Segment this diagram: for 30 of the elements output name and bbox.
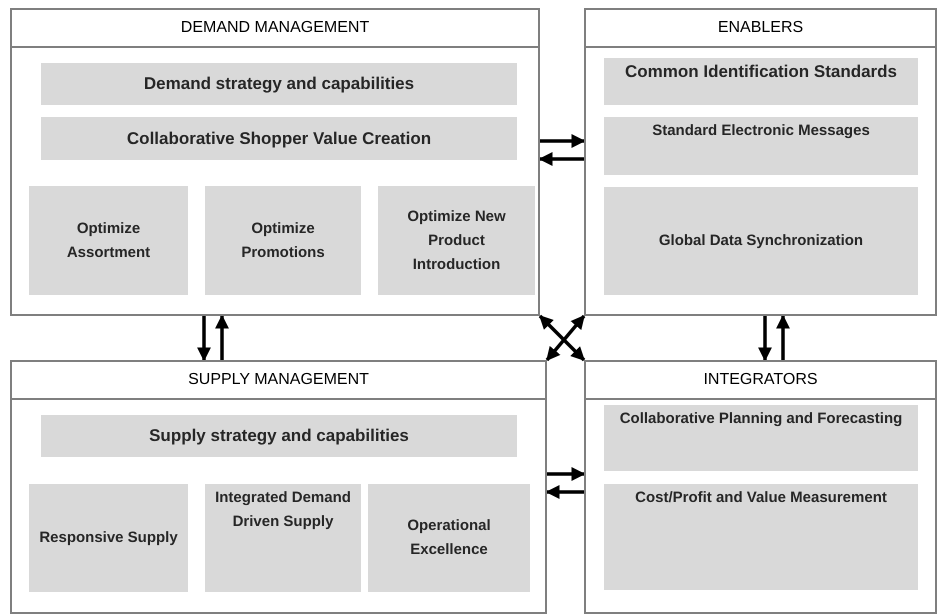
capability-box: Cost/Profit and Value Measurement [604,484,918,590]
arrow [197,316,211,362]
section-heading: SUPPLY MANAGEMENT [12,362,545,400]
section-panel [584,8,937,316]
arrow [758,316,772,362]
capability-box: Standard Electronic Messages [604,117,918,175]
arrow [776,314,790,360]
arrow [546,485,584,499]
capability-box: Collaborative Planning and Forecasting [604,405,918,471]
capability-box: Responsive Supply [29,484,188,592]
capability-box: Demand strategy and capabilities [41,63,517,105]
capability-box: Optimize New Product Introduction [378,186,535,295]
capability-box: Optimize Assortment [29,186,188,295]
arrow [540,134,586,148]
section-heading: DEMAND MANAGEMENT [12,10,538,48]
capability-box: Global Data Synchronization [604,187,918,295]
section-panel [10,360,547,614]
capability-box: Supply strategy and capabilities [41,415,517,457]
capability-box: Operational Excellence [368,484,530,592]
section-panel [584,360,937,614]
capability-box: Common Identification Standards [604,58,918,105]
section-panel [10,8,540,316]
capability-box: Optimize Promotions [205,186,361,295]
arrow [538,152,584,166]
capability-box: Collaborative Shopper Value Creation [41,117,517,160]
capability-box: Integrated Demand Driven Supply [205,484,361,592]
arrow [215,314,229,360]
section-heading: INTEGRATORS [586,362,935,400]
arrow [547,467,586,481]
section-heading: ENABLERS [586,10,935,48]
